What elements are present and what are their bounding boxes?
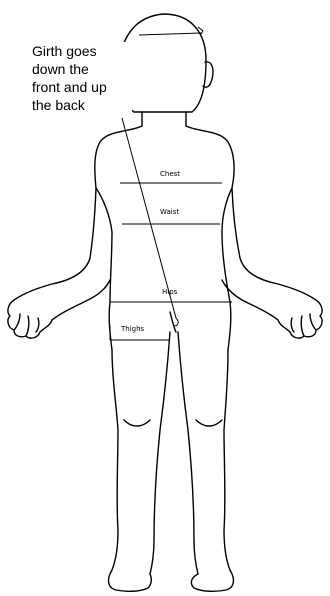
waist-label: Waist — [160, 208, 179, 216]
girth-annotation-line-1: Girth goes — [32, 42, 132, 60]
right-hand — [278, 300, 322, 338]
girth-annotation-line-2: down the — [32, 60, 132, 78]
right-leg-inner — [178, 332, 198, 574]
left-knee — [124, 420, 150, 426]
left-inner-arm — [52, 280, 110, 320]
right-hip-side — [222, 188, 232, 350]
left-hand — [8, 300, 52, 338]
torso-left-contour — [14, 126, 142, 300]
hips-label: Hips — [162, 288, 178, 296]
head-measure-line — [139, 33, 201, 35]
left-leg-inner — [150, 332, 170, 574]
girth-annotation-line-4: the back — [32, 96, 132, 114]
right-leg-outer — [224, 350, 230, 570]
girth-annotation: Girth goes down the front and up the bac… — [32, 42, 132, 114]
girth-hook — [174, 318, 178, 326]
torso-right-contour — [186, 126, 316, 300]
left-hip-side — [96, 188, 112, 350]
left-foot — [109, 570, 152, 591]
right-knee — [196, 420, 222, 426]
neck-outline — [142, 112, 186, 126]
chest-label: Chest — [160, 170, 180, 178]
girth-annotation-line-3: front and up — [32, 78, 132, 96]
thighs-label: Thighs — [120, 325, 145, 333]
head-outline — [120, 14, 206, 112]
left-leg-outer — [112, 350, 118, 570]
